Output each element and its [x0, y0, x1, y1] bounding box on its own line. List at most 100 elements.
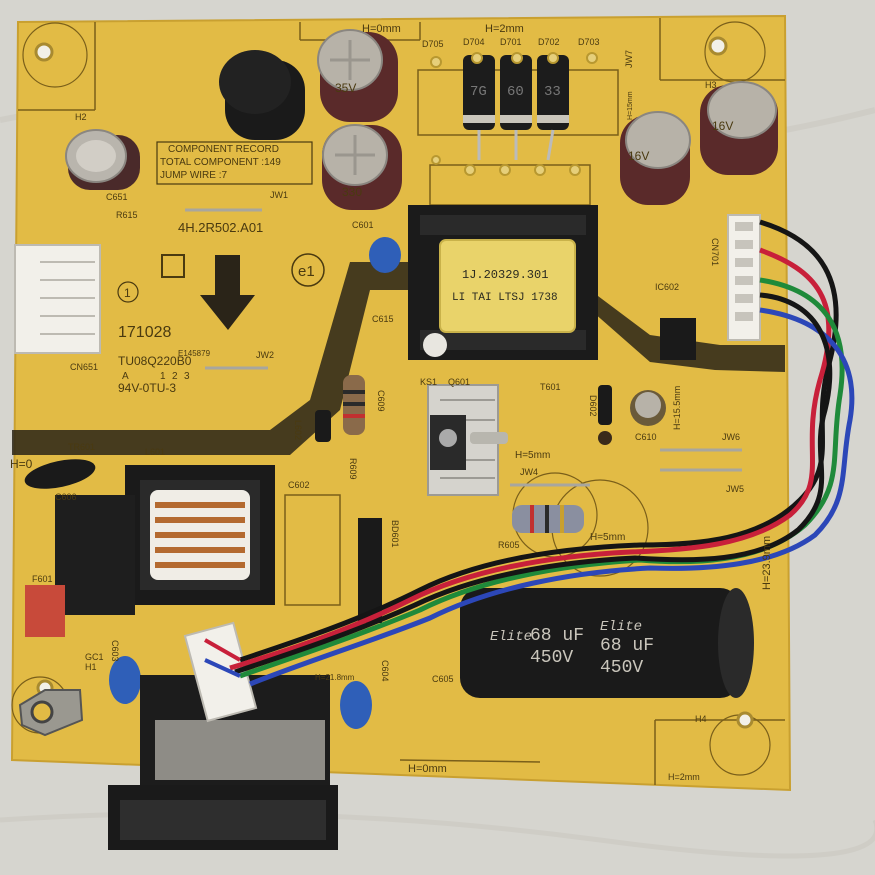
ref-label: C603	[110, 640, 120, 662]
airflow-arrow-icon	[200, 255, 255, 330]
ref-label: D701	[500, 37, 522, 47]
ref-label: F601	[32, 574, 53, 584]
ref-label: C605	[432, 674, 454, 684]
ref-label: H1	[85, 662, 97, 672]
height-label: H=0mm	[362, 23, 401, 35]
x-capacitor	[55, 495, 135, 615]
diode-marking: 7G	[470, 84, 487, 100]
ref-label: D704	[463, 37, 485, 47]
ref-label: D705	[422, 39, 444, 49]
cn701-connector	[727, 214, 761, 341]
cap-voltage-label: 16V	[712, 119, 733, 133]
diode-d602	[598, 385, 612, 425]
e-number: E145879	[178, 349, 211, 358]
ref-label: CN701	[710, 238, 720, 266]
ref-label: TR601	[68, 442, 95, 452]
fuse-f601	[25, 585, 65, 637]
ref-label: Q601	[448, 377, 470, 387]
electrolytic-capacitor-16v-b: 16V	[700, 81, 778, 175]
electrolytic-capacitor-16v: 16V	[620, 111, 691, 205]
circle-mark: 1	[124, 286, 131, 300]
grid-a: A	[122, 371, 129, 382]
height-label: H=2mm	[485, 23, 524, 35]
grid-2: 2	[172, 371, 178, 382]
ref-label: BD601	[390, 520, 400, 548]
electrolytic-capacitor-35v: 35V	[317, 29, 398, 122]
grid-1: 1	[160, 371, 166, 382]
ac-power-inlet	[108, 675, 338, 850]
ref-label: L602	[293, 420, 303, 440]
ground-trace	[12, 262, 430, 455]
bulk-cap-brand: Elite	[600, 619, 642, 635]
black-capacitor	[219, 50, 305, 140]
mounting-hole	[708, 36, 728, 56]
ref-label: R605	[498, 540, 520, 550]
small-cap-c610	[630, 390, 666, 426]
ref-label: D702	[538, 37, 560, 47]
heatsink-q601	[427, 384, 508, 496]
ref-label: C615	[372, 314, 394, 324]
ref-label: GC1	[85, 652, 104, 662]
transformer-part-number: 1J.20329.301	[462, 268, 548, 282]
ref-label: JW2	[256, 350, 274, 360]
cap-value-label: 330	[342, 185, 362, 199]
y-capacitors	[109, 237, 401, 729]
ref-label: H2	[75, 112, 87, 122]
electrolytic-capacitor-330: 330	[322, 124, 402, 210]
cn651-connector	[14, 244, 101, 354]
height-label: H=5mm	[515, 450, 550, 461]
bulk-capacitor: Elite 68 uF 450V Elite 68 uF 450V	[460, 588, 754, 698]
ref-label: C606	[55, 492, 77, 502]
wire-harness	[229, 219, 855, 687]
bulk-cap-voltage: 450V	[600, 658, 643, 678]
board-part-number: 4H.2R502.A01	[178, 220, 263, 235]
resistor-r609	[343, 375, 365, 435]
ref-label: C604	[380, 660, 390, 682]
ref-label: C602	[288, 480, 310, 490]
ref-label: H3	[705, 80, 717, 90]
bulk-cap-voltage-2: 450V	[530, 648, 573, 668]
transformer-maker: LI TAI LTSJ 1738	[452, 292, 558, 304]
ref-label: JW1	[270, 190, 288, 200]
ref-label: D602	[588, 395, 598, 417]
ref-label: C610	[635, 432, 657, 442]
grid-3: 3	[184, 371, 190, 382]
height-label: H=15mm	[627, 91, 634, 120]
height-label: H=0	[10, 457, 33, 471]
ref-label: C651	[106, 192, 128, 202]
bulk-cap-brand-2: Elite	[490, 629, 532, 645]
ref-label: JW7	[624, 50, 634, 68]
height-label: H=15.5mm	[672, 386, 682, 430]
ul-code: TU08Q220B0	[118, 354, 192, 368]
ref-label: T601	[540, 382, 561, 392]
height-label: H=0mm	[408, 763, 447, 775]
component-record-total: TOTAL COMPONENT :149	[160, 157, 281, 168]
ref-label: JW4	[520, 467, 538, 477]
mounting-hole	[736, 711, 754, 729]
mounting-hole	[34, 42, 54, 62]
ref-label: R615	[116, 210, 138, 220]
diode-marking: 60	[507, 84, 524, 100]
flammability-rating: 94V-0TU-3	[118, 381, 176, 395]
ref-label: D703	[578, 37, 600, 47]
ref-label: IC602	[655, 282, 679, 292]
inductor-l602	[315, 410, 331, 442]
component-record-jump: JUMP WIRE :7	[160, 170, 227, 181]
date-code: 171028	[118, 324, 171, 341]
ref-label: H4	[695, 714, 707, 724]
bulk-cap-capacitance: 68 uF	[600, 636, 654, 656]
height-label: H=2mm	[668, 772, 700, 782]
bulk-cap-capacitance-2: 68 uF	[530, 626, 584, 646]
component-record-title: COMPONENT RECORD	[168, 144, 279, 155]
common-mode-choke-l601	[125, 465, 275, 605]
thermistor-tr601	[24, 459, 96, 489]
resistor-r605	[512, 505, 584, 533]
cap-voltage-label: 35V	[335, 81, 356, 95]
e-mark: e1	[298, 263, 315, 280]
optocoupler-ic602	[660, 318, 696, 360]
height-label: H=23.9mm	[761, 536, 773, 590]
transformer: 1J.20329.301 LI TAI LTSJ 1738	[408, 205, 598, 360]
ref-label: R609	[348, 458, 358, 480]
